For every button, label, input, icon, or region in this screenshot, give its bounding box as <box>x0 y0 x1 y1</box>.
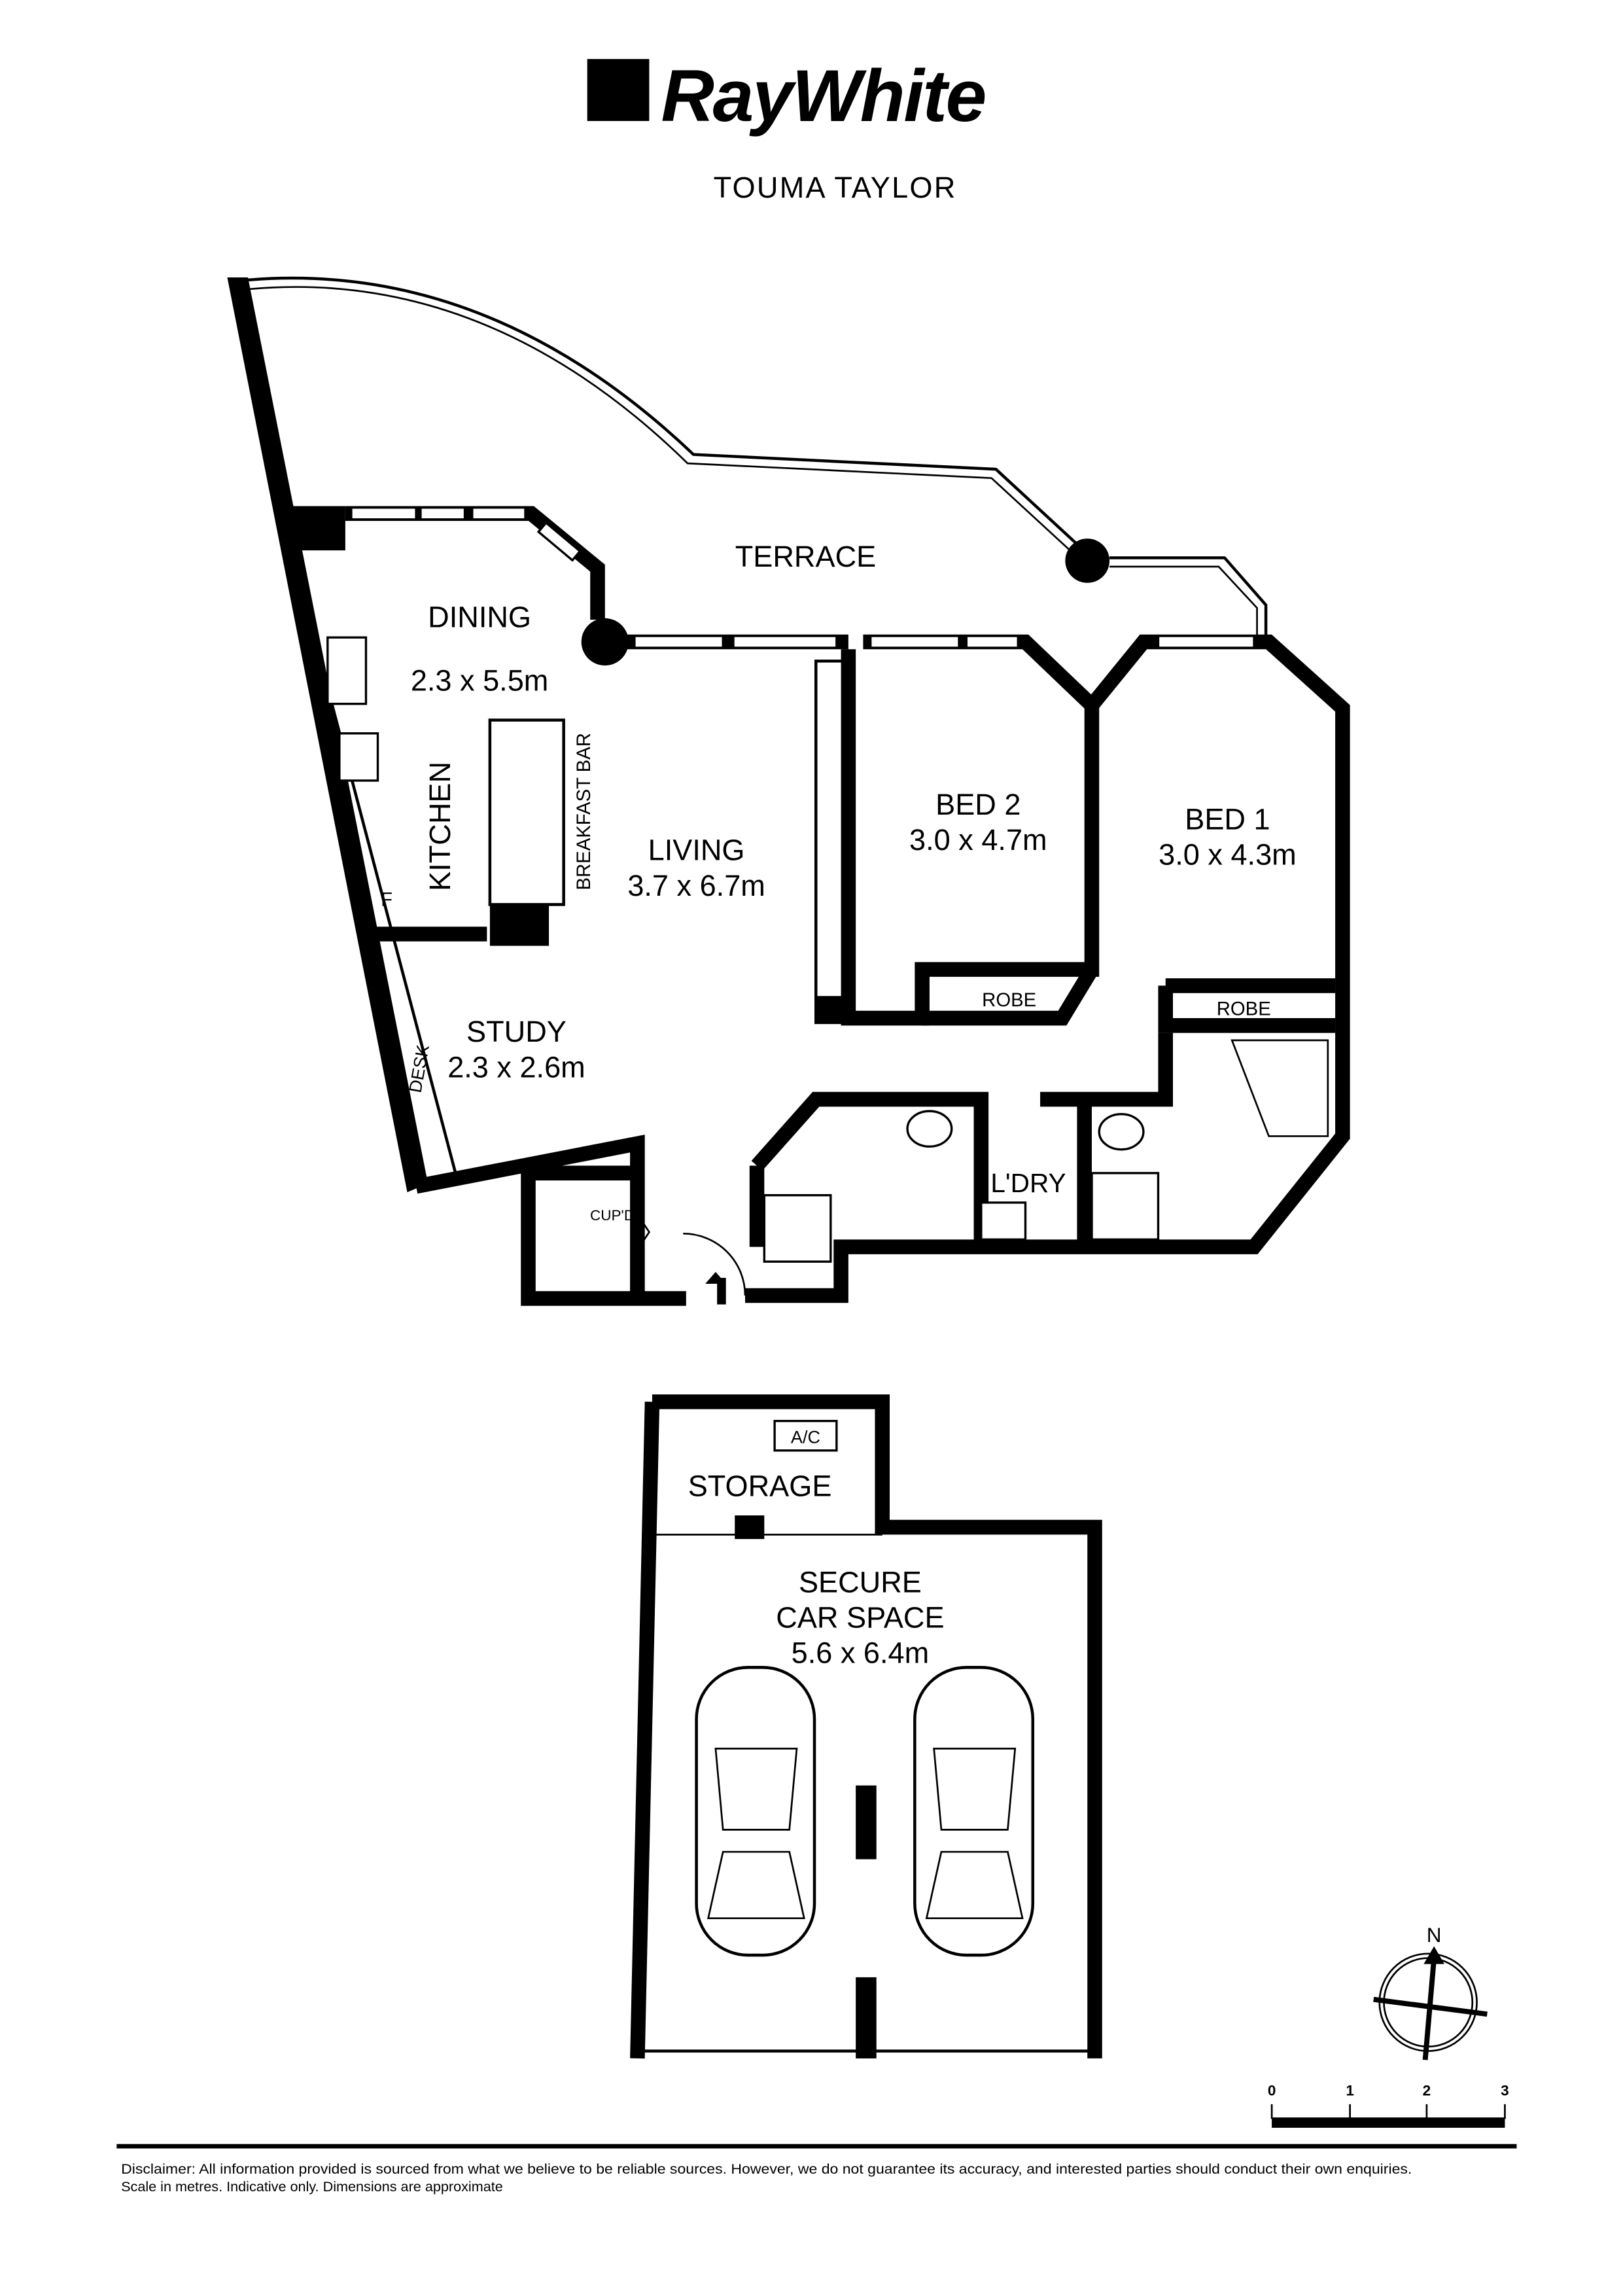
raywhite-logo: RayWhite TOUMA TAYLOR <box>587 54 986 204</box>
scale-tick-label: 2 <box>1423 2082 1431 2098</box>
room-label-terrace: TERRACE <box>735 540 876 573</box>
room-size-dining: 2.3 x 5.5m <box>411 663 549 697</box>
terrace-balustrade <box>243 276 1093 559</box>
label-fridge: F <box>381 889 393 911</box>
room-label-bed1: BED 1 <box>1185 802 1270 836</box>
footer-rule <box>116 2144 1517 2149</box>
scale-tick-label: 0 <box>1268 2082 1276 2098</box>
room-label-storage: STORAGE <box>688 1470 832 1503</box>
car-icon <box>913 1666 1035 1957</box>
car-space-plan: A/C STORAGE SECURE CAR SPACE 5.6 x 6.4m <box>630 1394 1102 2059</box>
room-size-study: 2.3 x 2.6m <box>447 1050 585 1084</box>
room-label-car-space-2: CAR SPACE <box>776 1600 944 1634</box>
north-compass-icon: N <box>1373 1923 1488 2060</box>
terrace-balustrade-right <box>1109 556 1268 638</box>
car-icon <box>695 1666 816 1957</box>
compass-north-label: N <box>1427 1923 1442 1947</box>
breakfast-bar <box>488 718 565 906</box>
room-label-car-space-1: SECURE <box>799 1565 922 1598</box>
disclaimer-line-2: Scale in metres. Indicative only. Dimens… <box>121 2178 503 2195</box>
entry-arrow-icon <box>705 1271 726 1284</box>
label-ac: A/C <box>791 1428 820 1447</box>
apartment-plan: TERRACE DINING 2.3 x 5.5m KITCHEN BREAKF… <box>227 276 1350 1306</box>
disclaimer-line-1: Disclaimer: All information provided is … <box>121 2161 1412 2177</box>
scale-tick-label: 1 <box>1346 2082 1354 2098</box>
room-size-living: 3.7 x 6.7m <box>627 869 765 902</box>
column <box>1065 539 1110 583</box>
room-label-dining: DINING <box>428 600 531 633</box>
ac-unit <box>773 1420 838 1452</box>
room-label-kitchen: KITCHEN <box>423 762 457 891</box>
scale-tick-label: 3 <box>1501 2082 1509 2098</box>
room-label-living: LIVING <box>648 834 745 867</box>
room-size-bed1: 3.0 x 4.3m <box>1159 838 1297 872</box>
room-label-laundry: L'DRY <box>990 1168 1066 1198</box>
label-robe-bed2: ROBE <box>982 989 1036 1011</box>
label-robe-bed1: ROBE <box>1217 998 1271 1020</box>
label-cupboard: CUP'D <box>590 1207 635 1224</box>
room-label-bed2: BED 2 <box>935 788 1021 821</box>
label-breakfast-bar: BREAKFAST BAR <box>573 733 595 890</box>
label-desk: DESK <box>406 1044 433 1095</box>
column <box>581 618 629 666</box>
brand-name: RayWhite <box>661 54 985 137</box>
logo-square <box>587 59 650 121</box>
west-wall <box>227 277 428 1193</box>
office-name: TOUMA TAYLOR <box>714 171 957 204</box>
scale-bar: 0 1 2 3 <box>1268 2082 1509 2128</box>
room-label-study: STUDY <box>466 1015 567 1048</box>
room-size-car-space: 5.6 x 6.4m <box>792 1636 930 1670</box>
room-size-bed2: 3.0 x 4.7m <box>909 823 1047 857</box>
